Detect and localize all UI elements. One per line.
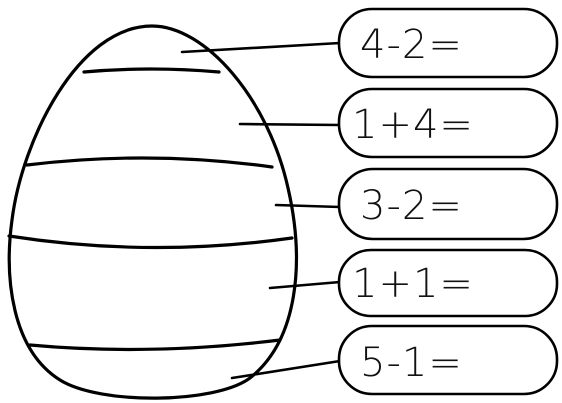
egg-stripe-2 — [25, 156, 274, 169]
connector-2 — [238, 122, 342, 127]
connector-3 — [274, 203, 342, 209]
problem-box: 1+4= — [337, 87, 559, 159]
problem-text: 3-2= — [360, 183, 463, 229]
problem-box-outline — [337, 87, 559, 159]
problem-text: 1+1= — [352, 261, 474, 307]
problem-box-outline — [337, 248, 559, 318]
egg-stripe-1 — [82, 67, 221, 74]
problem-text: 5-1= — [360, 340, 463, 386]
problem-text: 1+4= — [352, 102, 474, 148]
egg-stripe-3 — [7, 234, 294, 250]
problem-text: 4-2= — [360, 22, 463, 68]
connector-1 — [180, 41, 342, 54]
egg-stripe-4 — [28, 338, 282, 352]
problem-box: 3-2= — [337, 167, 559, 241]
problem-box: 5-1= — [337, 324, 559, 396]
problem-box-outline — [337, 167, 559, 241]
problem-box-outline — [337, 324, 559, 396]
connector-5 — [230, 359, 342, 380]
connectors — [180, 41, 342, 380]
egg-outline — [7, 24, 298, 400]
connector-4 — [268, 280, 342, 290]
problem-boxes: 4-2= 1+4= 3-2= 1+1= 5-1= — [337, 7, 559, 396]
problem-box: 1+1= — [337, 248, 559, 318]
egg-drawing — [7, 24, 298, 400]
problem-box-outline — [337, 7, 559, 79]
problem-box: 4-2= — [337, 7, 559, 79]
